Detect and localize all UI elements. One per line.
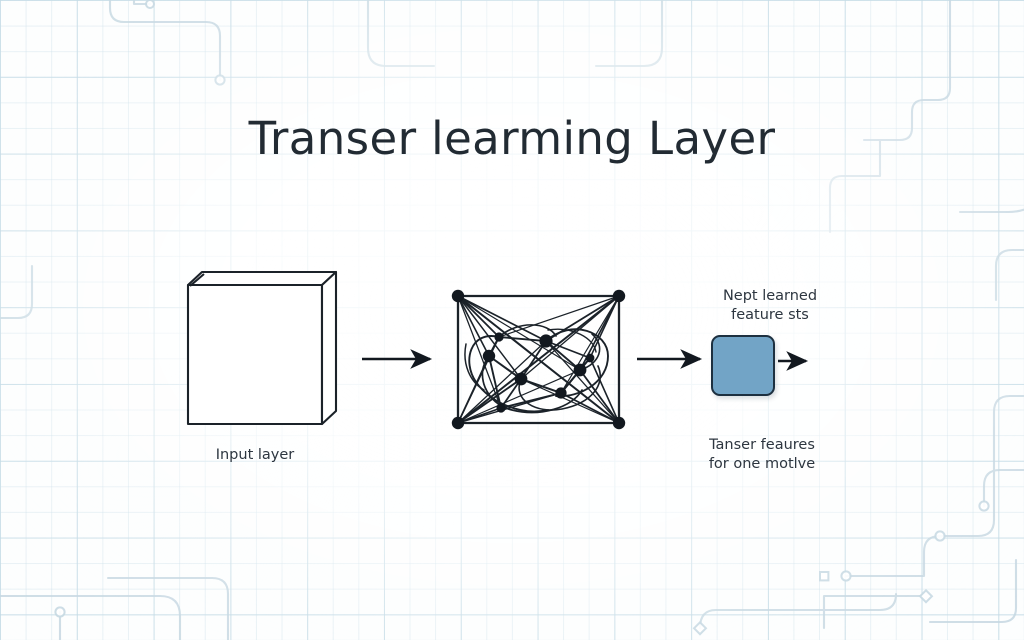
page-title: Transer learming Layer — [248, 112, 776, 165]
input-layer-shape — [186, 270, 338, 426]
transfer-features-caption: Tanser feaures for one motlve — [708, 437, 816, 472]
feature-block — [711, 335, 775, 396]
next-learned-features-caption: Nept learned feature sts — [722, 288, 818, 323]
input-layer-caption: Input layer — [215, 447, 295, 463]
network-graph — [451, 289, 626, 430]
